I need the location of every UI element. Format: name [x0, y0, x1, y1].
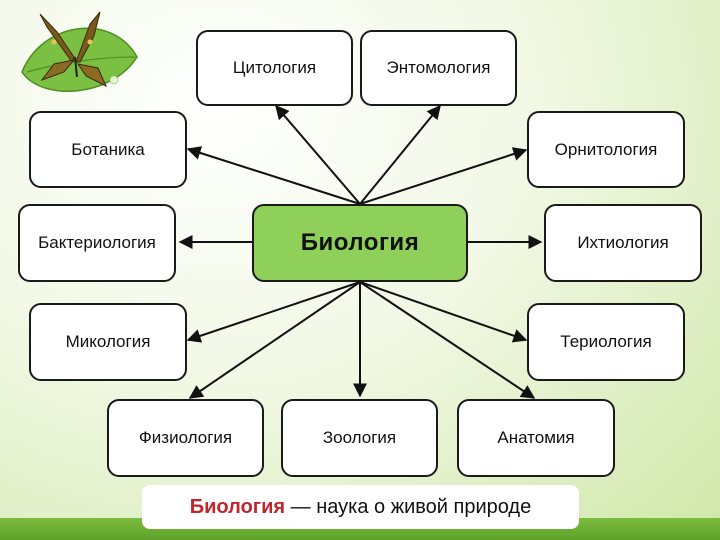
arrow-to-theriology: [359, 281, 528, 343]
arrow-to-ornithology: [359, 147, 528, 205]
arrow-to-physiology: [188, 281, 361, 399]
node-botany: Ботаника: [29, 111, 187, 188]
node-ornithology: Орнитология: [527, 111, 685, 188]
node-anatomy: Анатомия: [457, 399, 615, 477]
node-bacteriology: Бактериология: [18, 204, 176, 282]
center-node-biology: Биология: [252, 204, 468, 282]
arrow-to-anatomy: [359, 281, 536, 399]
arrow-to-cytology: [275, 104, 361, 205]
caption-term: Биология: [189, 495, 286, 518]
caption-definition: — наука о живой природе: [285, 495, 532, 518]
node-cytology: Цитология: [196, 30, 353, 106]
arrow-to-botany: [186, 146, 361, 205]
definition-caption: Биология — наука о живой природе: [142, 485, 579, 529]
arrow-to-entomology: [359, 104, 441, 205]
node-physiology: Физиология: [107, 399, 264, 477]
arrow-to-mycology: [186, 281, 361, 343]
node-zoology: Зоология: [281, 399, 438, 477]
butterfly-on-leaf-icon: [21, 11, 138, 92]
node-ichthyology: Ихтиология: [544, 204, 702, 282]
node-entomology: Энтомология: [360, 30, 517, 106]
node-theriology: Териология: [527, 303, 685, 381]
node-mycology: Микология: [29, 303, 187, 381]
